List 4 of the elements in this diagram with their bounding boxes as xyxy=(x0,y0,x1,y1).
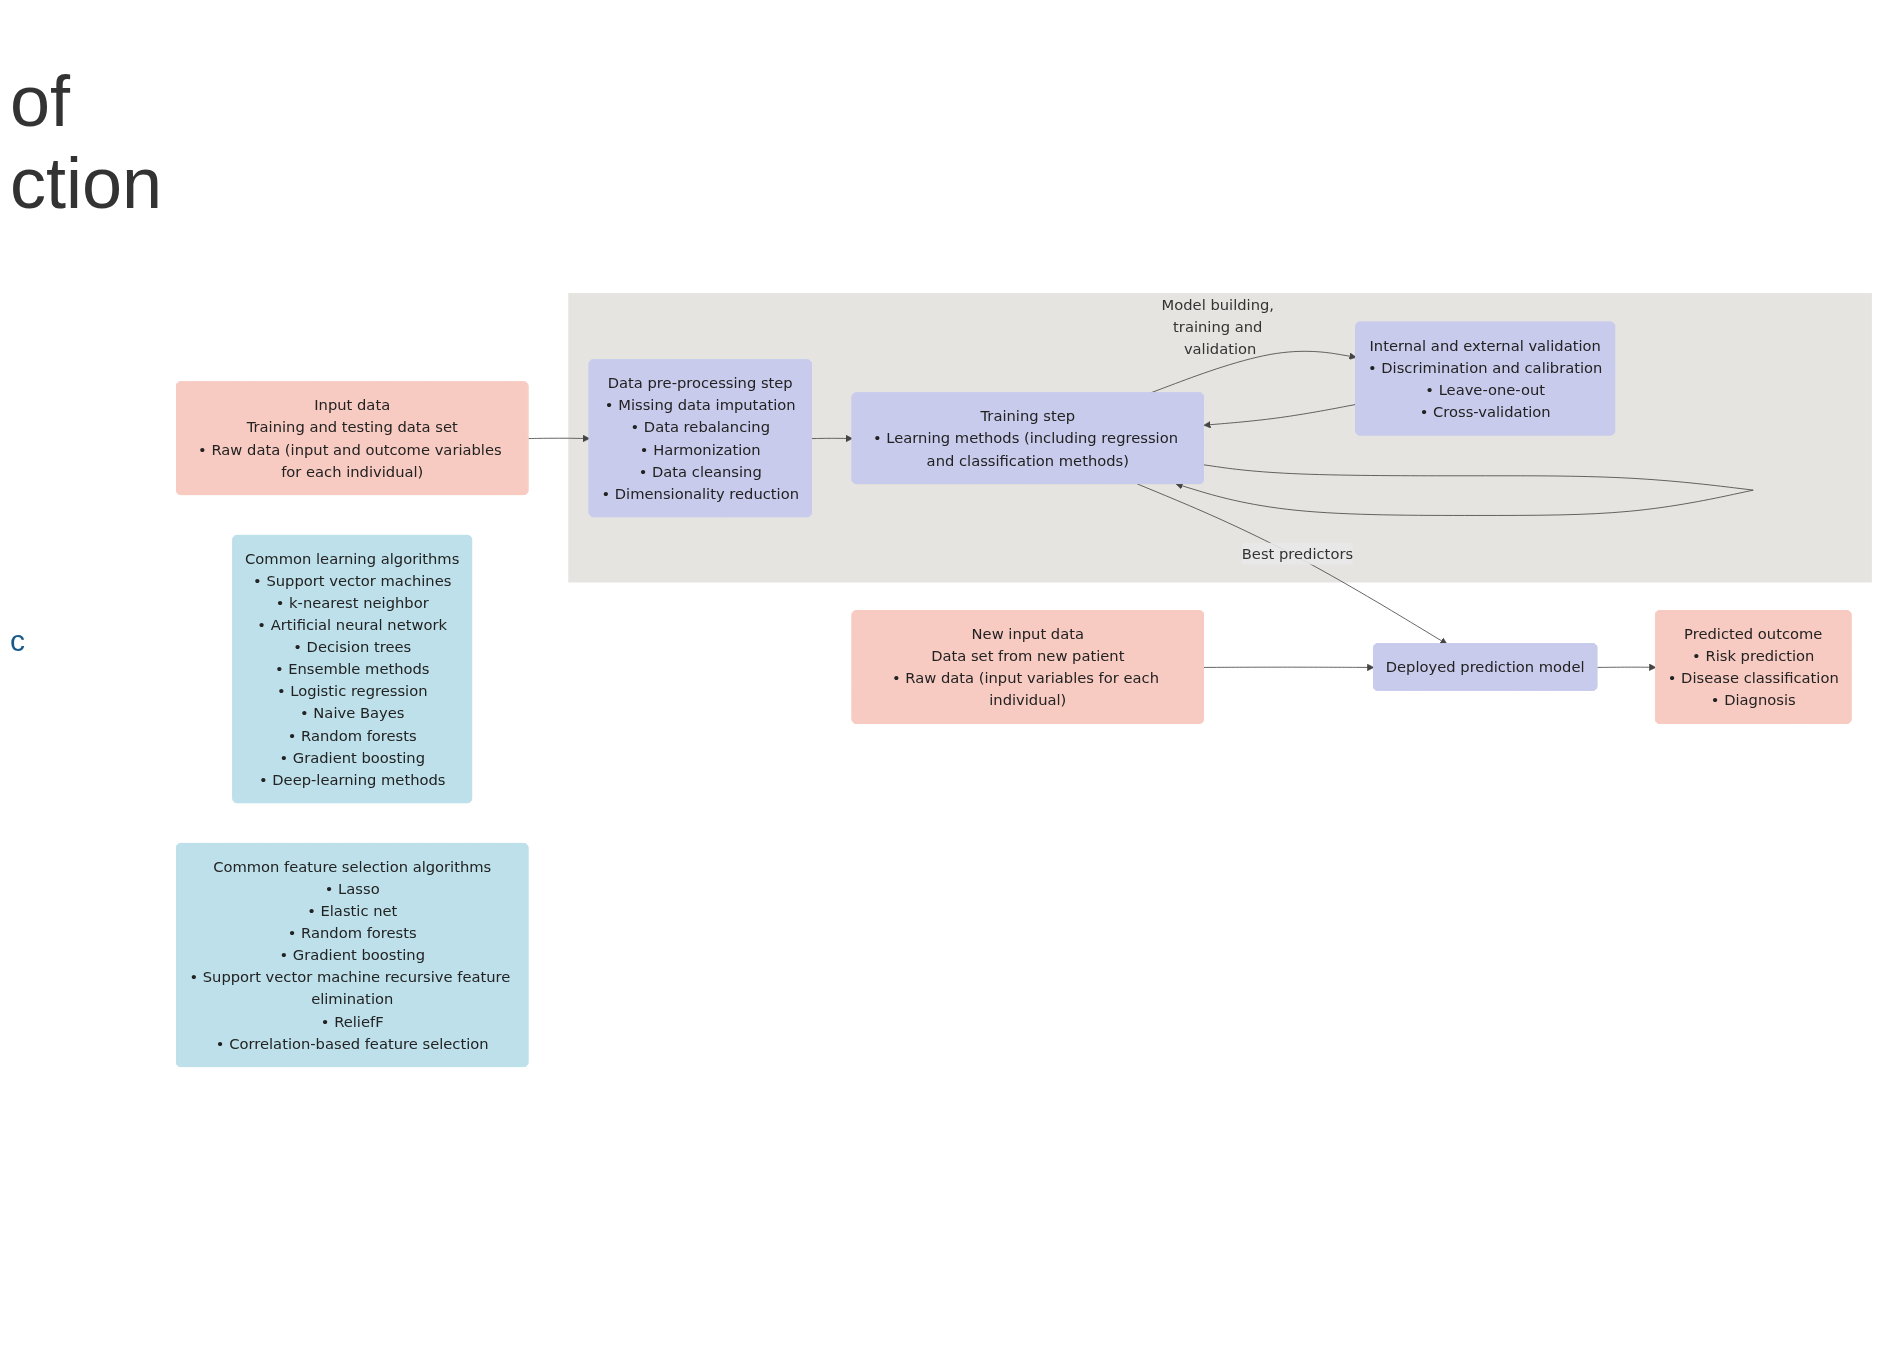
slide-text-fragment: of xyxy=(10,60,72,142)
slide-text-fragment: ction xyxy=(10,142,160,224)
edge-label: Best predictors xyxy=(1241,545,1354,563)
slide-text-fragment: c xyxy=(10,624,26,658)
